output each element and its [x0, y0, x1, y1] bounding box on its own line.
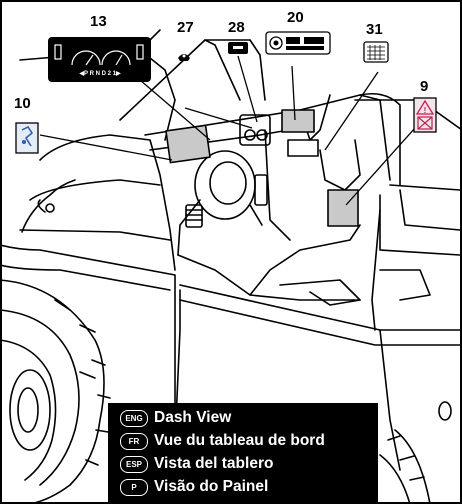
ignition-key-icon — [178, 54, 190, 61]
callout-10: 10 — [14, 95, 31, 112]
callout-31: 31 — [366, 21, 383, 38]
lang-badge-fr: FR — [120, 432, 148, 450]
legend-row-eng: ENG Dash View — [120, 407, 231, 429]
lang-badge-esp: ESP — [120, 455, 148, 473]
callout-27: 27 — [177, 19, 194, 36]
radio-panel-icon — [265, 31, 331, 55]
legend-row-fr: FR Vue du tableau de bord — [120, 430, 325, 452]
front-tire — [0, 279, 105, 504]
instrument-cluster-icon — [48, 37, 151, 82]
callout-9: 9 — [420, 78, 429, 95]
legend-text-eng: Dash View — [154, 409, 232, 426]
lang-badge-eng: ENG — [120, 409, 148, 427]
speaker-grille-icon — [363, 41, 389, 63]
legend-text-fr: Vue du tableau de bord — [154, 432, 325, 449]
legend-row-p: P Visão do Painel — [120, 476, 268, 498]
gear-indicator: ◀P R N D 2 1▶ — [79, 71, 121, 77]
side-sticker-icon — [15, 122, 39, 154]
callout-20: 20 — [287, 9, 304, 26]
power-switch-icon — [228, 42, 248, 54]
view-title-legend: ENG Dash View FR Vue du tableau de bord … — [108, 403, 378, 504]
svg-text:!: ! — [424, 106, 427, 115]
legend-text-esp: Vista del tablero — [154, 455, 274, 472]
legend-text-p: Visão do Painel — [154, 478, 269, 495]
callout-28: 28 — [228, 19, 245, 36]
warning-label-icon: ! — [413, 97, 437, 133]
callout-13: 13 — [90, 13, 107, 30]
legend-row-esp: ESP Vista del tablero — [120, 453, 273, 475]
lang-badge-p: P — [120, 478, 148, 496]
